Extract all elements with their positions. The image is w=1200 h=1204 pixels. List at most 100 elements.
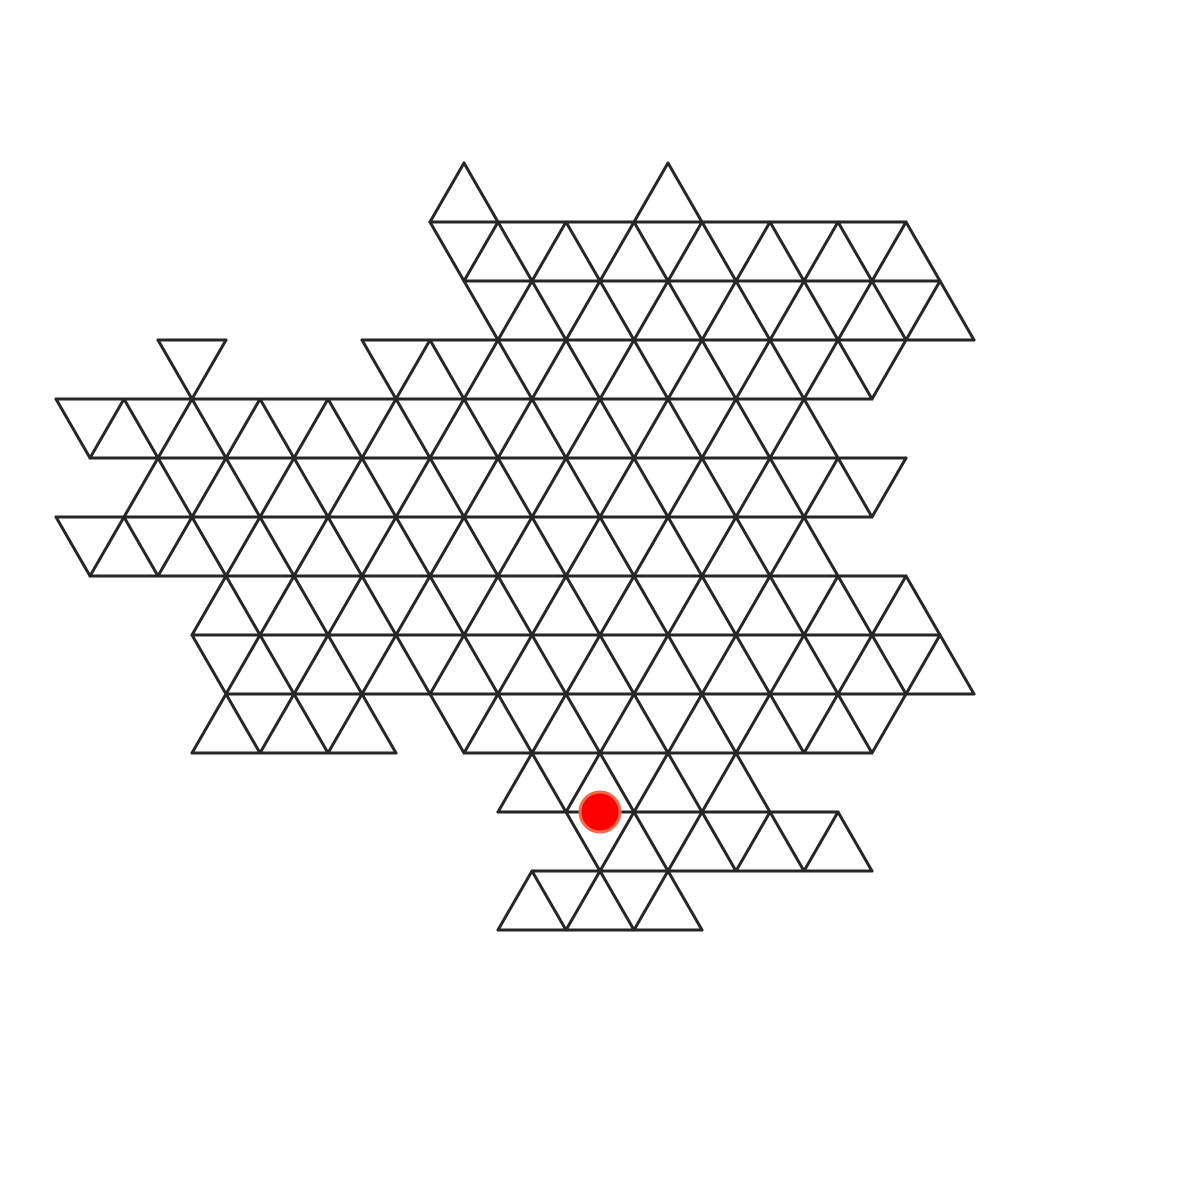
lattice-edge	[496, 692, 534, 755]
lattice-edge	[496, 515, 534, 578]
lattice-edge	[768, 574, 806, 637]
lattice-edge	[598, 692, 636, 755]
lattice-edge	[224, 692, 262, 755]
lattice-edge	[462, 397, 500, 460]
lattice-edge	[190, 692, 228, 755]
lattice-edge	[530, 574, 568, 637]
lattice-edge	[802, 220, 840, 283]
lattice-edge	[530, 456, 568, 519]
lattice-edge	[224, 456, 262, 519]
lattice-edge	[734, 574, 772, 637]
lattice-edge	[258, 515, 296, 578]
lattice-edge	[530, 869, 568, 932]
lattice-edge	[768, 633, 806, 696]
lattice-edge	[224, 515, 262, 578]
lattice-edge	[360, 633, 398, 696]
lattice-edge	[666, 751, 704, 814]
lattice-edge	[700, 633, 738, 696]
lattice-edge	[88, 397, 126, 460]
lattice-edge	[54, 397, 92, 460]
lattice-edge	[428, 397, 466, 460]
lattice-edge	[54, 515, 92, 578]
lattice-edge	[428, 220, 466, 283]
lattice-edge	[530, 515, 568, 578]
lattice-edge	[156, 456, 194, 519]
lattice-edge	[428, 456, 466, 519]
lattice-edge	[394, 515, 432, 578]
lattice-edge	[496, 574, 534, 637]
lattice-edge	[258, 456, 296, 519]
lattice-edge	[700, 456, 738, 519]
lattice-edge	[870, 338, 908, 401]
lattice-edge	[462, 161, 500, 224]
lattice-edge	[530, 338, 568, 401]
lattice-edge	[734, 397, 772, 460]
lattice-edge	[870, 692, 908, 755]
lattice-edge	[496, 751, 534, 814]
lattice-edge	[598, 279, 636, 342]
lattice-edge	[326, 633, 364, 696]
lattice-edge	[326, 515, 364, 578]
lattice-edge	[666, 220, 704, 283]
lattice-edge	[428, 633, 466, 696]
lattice-edge	[666, 456, 704, 519]
lattice-edge	[734, 515, 772, 578]
lattice-edge	[462, 456, 500, 519]
lattice-edge	[734, 279, 772, 342]
lattice-edge	[360, 338, 398, 401]
lattice-edge	[224, 397, 262, 460]
lattice-edge	[462, 692, 500, 755]
lattice-edge	[802, 515, 840, 578]
lattice-edge	[394, 633, 432, 696]
lattice-edge	[598, 515, 636, 578]
lattice-edge	[428, 515, 466, 578]
lattice-edge	[632, 751, 670, 814]
lattice-edge	[768, 810, 806, 873]
lattice-edge	[632, 397, 670, 460]
lattice-edge	[700, 220, 738, 283]
lattice-edge	[394, 574, 432, 637]
lattice-edge	[428, 692, 466, 755]
lattice-edge	[564, 692, 602, 755]
lattice-edge	[598, 751, 636, 814]
lattice-edge	[870, 456, 908, 519]
lattice-edge	[734, 810, 772, 873]
lattice-edge	[938, 279, 976, 342]
lattice-edge	[904, 279, 942, 342]
lattice-edge	[836, 692, 874, 755]
lattice-edge	[734, 751, 772, 814]
lattice-edge	[496, 279, 534, 342]
lattice-edge	[190, 338, 228, 401]
lattice-edge	[632, 692, 670, 755]
lattice-edge	[190, 574, 228, 637]
lattice-edge	[836, 220, 874, 283]
lattice-edge	[666, 574, 704, 637]
lattice-edge	[360, 692, 398, 755]
lattice-edge	[394, 456, 432, 519]
lattice-edge	[462, 338, 500, 401]
lattice-edge	[156, 338, 194, 401]
lattice-edge	[904, 633, 942, 696]
lattice-edge	[598, 338, 636, 401]
lattice-edge	[496, 338, 534, 401]
lattice-edge	[768, 338, 806, 401]
lattice-edge	[564, 397, 602, 460]
lattice-edge	[598, 456, 636, 519]
lattice-edge	[836, 456, 874, 519]
lattice-edge	[802, 338, 840, 401]
lattice-edge	[836, 338, 874, 401]
lattice-edge	[768, 456, 806, 519]
lattice-edge	[258, 574, 296, 637]
lattice-edge	[666, 338, 704, 401]
lattice-edge	[564, 279, 602, 342]
lattice-edge	[88, 515, 126, 578]
lattice-edge	[564, 515, 602, 578]
lattice-edge	[530, 692, 568, 755]
lattice-edge	[156, 397, 194, 460]
lattice-edge	[326, 574, 364, 637]
lattice-edge	[122, 515, 160, 578]
lattice-edge	[666, 397, 704, 460]
